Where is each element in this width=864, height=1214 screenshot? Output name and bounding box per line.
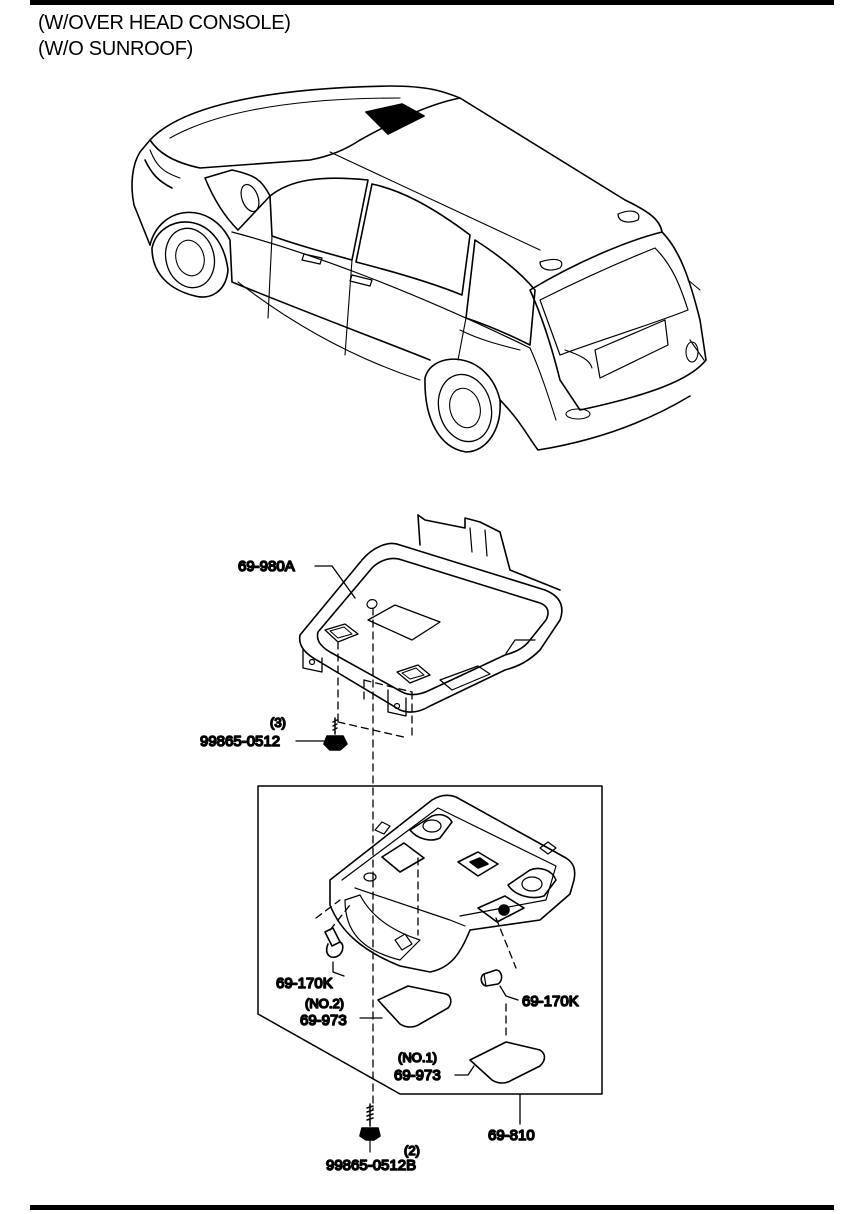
bulb-right-icon xyxy=(480,969,503,987)
label-screw-bottom-qty: (2) xyxy=(404,1143,420,1158)
leader-bulb-left xyxy=(332,961,345,977)
screw-bottom-icon xyxy=(359,1103,381,1153)
leader-bracket xyxy=(314,565,356,599)
leader-lens-right xyxy=(454,1065,475,1076)
label-lens-right-note: (NO.1) xyxy=(398,1050,437,1065)
label-lens-left-note: (NO.2) xyxy=(305,996,344,1011)
lens-left xyxy=(377,985,452,1028)
label-screw-top-qty: (3) xyxy=(270,715,286,730)
leader-bulb-right xyxy=(499,985,519,1001)
mounting-bracket xyxy=(298,514,563,717)
alignment-lines-console xyxy=(315,857,517,1111)
screw-top-icon xyxy=(323,717,348,751)
bulb-left-icon xyxy=(324,927,344,959)
label-screw-bottom: 99865-0512B xyxy=(326,1157,416,1174)
roof-console-location xyxy=(365,103,425,135)
bottom-rule xyxy=(30,1205,834,1210)
heading-condition: (W/O SUNROOF) xyxy=(38,38,193,60)
overhead-console xyxy=(329,794,576,973)
console-assembly-box xyxy=(257,785,603,1095)
label-bulb-right: 69-170K xyxy=(522,993,579,1010)
lens-right xyxy=(469,1041,546,1084)
top-rule xyxy=(30,0,834,5)
label-console-assy: 69-810 xyxy=(488,1127,535,1144)
heading-variant: (W/OVER HEAD CONSOLE) xyxy=(38,12,291,34)
label-bulb-left: 69-170K xyxy=(276,975,333,992)
alignment-lines-bracket xyxy=(337,607,413,881)
vehicle-illustration xyxy=(131,85,707,453)
label-lens-left: 69-973 xyxy=(300,1012,347,1029)
label-bracket: 69-980A xyxy=(238,558,295,575)
label-lens-right: 69-973 xyxy=(394,1067,441,1084)
label-screw-top: 99865-0512 xyxy=(200,733,280,750)
